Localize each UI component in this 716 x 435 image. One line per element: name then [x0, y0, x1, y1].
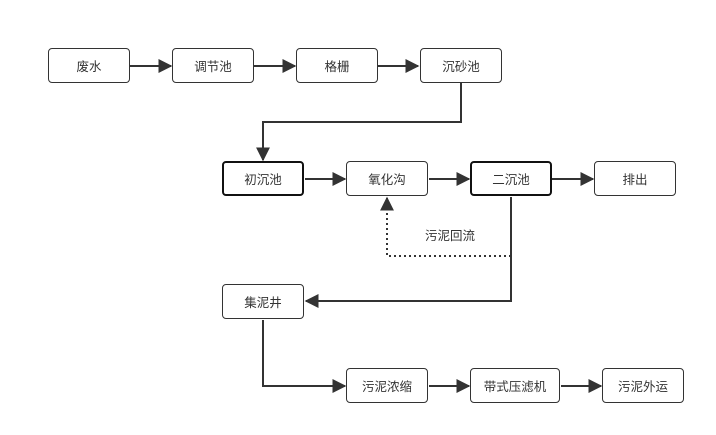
node-yanghuagou: 氧化沟 [346, 161, 428, 196]
node-chenshachi: 沉砂池 [420, 48, 502, 83]
node-gezha: 格栅 [296, 48, 378, 83]
node-wuninongsuo: 污泥浓缩 [346, 368, 428, 403]
edge-chenshachi-chuchenchi [256, 83, 462, 162]
node-daishiyalvji: 带式压滤机 [470, 368, 560, 403]
edge-label-sludge-return: 污泥回流 [425, 228, 476, 243]
node-feishui: 废水 [48, 48, 130, 83]
node-erchenchi: 二沉池 [470, 161, 552, 196]
node-tiaojiechi: 调节池 [172, 48, 254, 83]
edge-jinijing-wuninongsuo [262, 320, 347, 393]
node-paichu: 排出 [594, 161, 676, 196]
edge-erchenchi-jinijing [304, 197, 512, 308]
edge-sludge-return [380, 196, 511, 257]
node-wuniwaiyun: 污泥外运 [602, 368, 684, 403]
node-jinijing: 集泥井 [222, 284, 304, 319]
node-chuchenchi: 初沉池 [222, 161, 304, 196]
